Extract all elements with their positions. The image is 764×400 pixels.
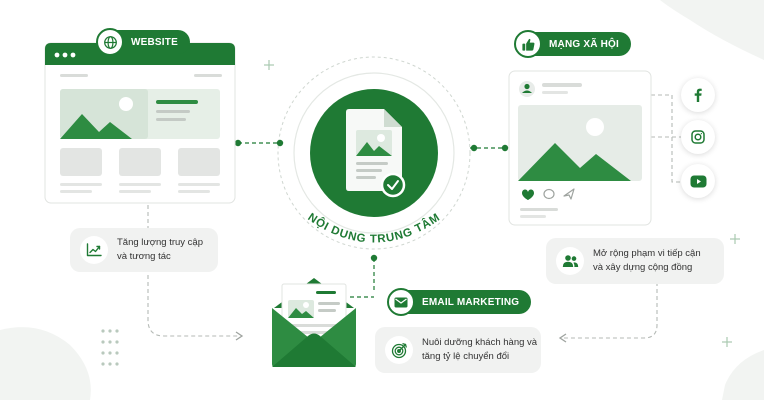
website-benefit-line1: Tăng lượng truy cập (117, 237, 203, 248)
corner-blob-bottom-left (0, 327, 91, 400)
website-benefit-line2: và tương tác (117, 251, 171, 262)
email-benefit-line1: Nuôi dưỡng khách hàng và (422, 337, 538, 348)
website-label-pill: WEBSITE (96, 28, 190, 56)
social-benefit-line2: và xây dựng cộng đồng (593, 262, 693, 273)
center-title: NỘI DUNG TRUNG TÂM (305, 211, 441, 245)
website-label: WEBSITE (131, 36, 178, 48)
email-label-pill: EMAIL MARKETING (387, 288, 532, 316)
website-benefit-card: Tăng lượng truy cập và tương tác (70, 228, 218, 272)
youtube-icon[interactable] (681, 164, 715, 198)
globe-icon (96, 28, 124, 56)
target-icon (385, 336, 413, 364)
corner-blob-bottom-right (722, 350, 764, 400)
center-mid-ring (293, 72, 455, 234)
plus-decorations (264, 60, 740, 347)
trend-chart-icon (80, 236, 108, 264)
social-label: MẠNG XÃ HỘI (549, 38, 619, 50)
social-post-mockup (508, 70, 652, 226)
email-benefit-line2: tăng tỷ lệ chuyển đổi (422, 351, 510, 362)
email-envelope-illustration (272, 278, 356, 367)
arrow-head-social (558, 333, 567, 343)
connectors (238, 142, 505, 298)
document-icon (346, 109, 406, 198)
dot-grid (101, 329, 119, 366)
flow-paths (147, 94, 682, 339)
center-outer-ring (277, 56, 471, 250)
instagram-icon[interactable] (681, 120, 715, 154)
users-icon (556, 247, 584, 275)
email-benefit-card: Nuôi dưỡng khách hàng và tăng tỷ lệ chuy… (375, 327, 541, 373)
thumbs-up-icon (514, 30, 542, 58)
svg-text:NỘI DUNG TRUNG TÂM: NỘI DUNG TRUNG TÂM (305, 211, 442, 245)
facebook-icon[interactable] (681, 78, 715, 112)
social-benefit-line1: Mở rộng phạm vi tiếp cận (593, 248, 701, 259)
social-benefit-card: Mở rộng phạm vi tiếp cận và xây dựng cộn… (546, 238, 724, 284)
corner-blob-top-right (660, 0, 764, 60)
arrow-head-website (235, 331, 244, 341)
envelope-icon (387, 288, 415, 316)
email-label: EMAIL MARKETING (422, 296, 520, 308)
website-browser-mockup (44, 42, 236, 204)
social-label-pill: MẠNG XÃ HỘI (514, 30, 631, 58)
connector-dots (234, 139, 509, 262)
